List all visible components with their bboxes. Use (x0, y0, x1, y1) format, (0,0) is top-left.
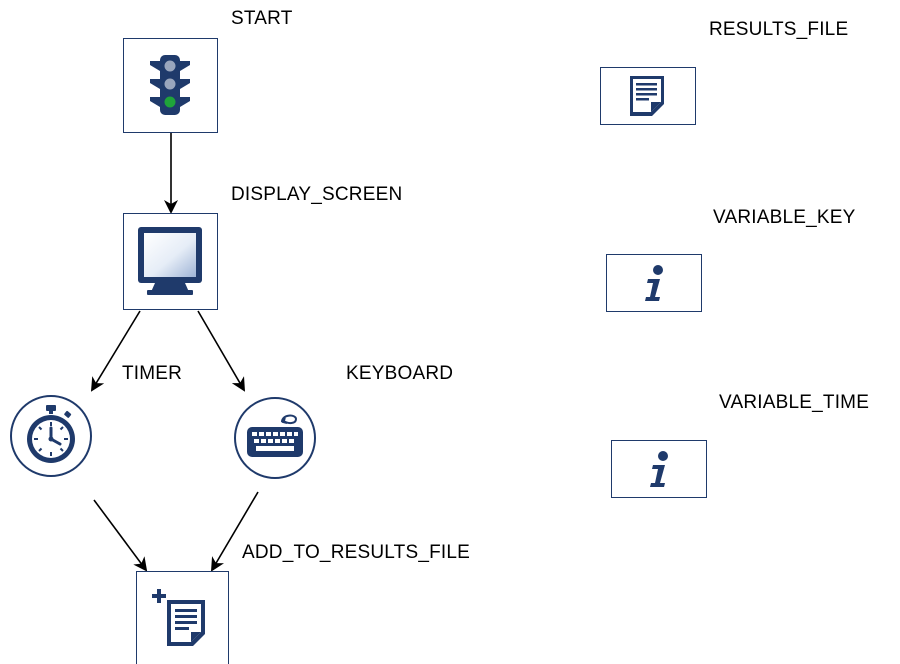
keyboard-icon (247, 414, 303, 457)
timer-node[interactable] (10, 395, 92, 477)
edge-keyboard-to-add-to-results-file (210, 491, 259, 572)
edge-display-screen-to-keyboard (197, 310, 246, 392)
variable-time-label: VARIABLE_TIME (719, 392, 870, 413)
add-to-results-file-node[interactable] (136, 571, 229, 664)
display-screen-node[interactable] (123, 213, 218, 310)
document-icon (630, 76, 664, 116)
stopwatch-icon (27, 405, 75, 463)
results-file-label: RESULTS_FILE (709, 19, 849, 40)
start-node[interactable] (123, 38, 218, 133)
display-screen-label: DISPLAY_SCREEN (231, 184, 403, 205)
add-document-icon (152, 589, 205, 646)
edge-timer-to-add-to-results-file (93, 499, 148, 572)
add-to-results-file-label: ADD_TO_RESULTS_FILE (242, 542, 471, 563)
variable-key-node[interactable] (606, 254, 702, 312)
results-file-node[interactable] (600, 67, 696, 125)
keyboard-node[interactable] (234, 397, 316, 479)
info-icon (650, 451, 668, 487)
start-label: START (231, 8, 293, 29)
variable-time-node[interactable] (611, 440, 707, 498)
timer-label: TIMER (122, 363, 183, 384)
traffic-light-icon (150, 55, 190, 115)
monitor-icon (138, 227, 202, 295)
info-icon (645, 265, 663, 301)
variable-key-label: VARIABLE_KEY (713, 207, 856, 228)
edge-display-screen-to-timer (90, 310, 141, 392)
keyboard-label: KEYBOARD (346, 363, 454, 384)
